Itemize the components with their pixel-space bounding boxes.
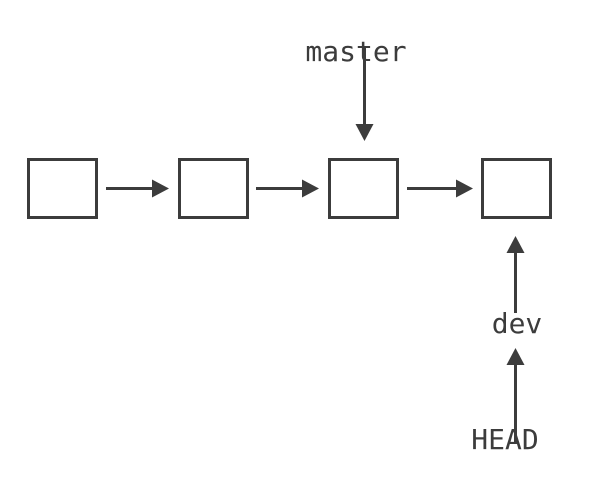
edge-commit3-commit4-arrow: [407, 179, 473, 198]
commit-node-1: [27, 158, 98, 219]
edge-commit1-commit2-arrow: [106, 179, 169, 198]
head-ref-label: HEAD: [471, 423, 539, 456]
edge-master-commit3-arrow: [355, 48, 374, 141]
commit-node-4: [481, 158, 552, 219]
dev-branch-label: dev: [491, 307, 543, 340]
edge-head-dev-arrow: [506, 348, 525, 443]
edge-commit2-commit3-arrow: [256, 179, 319, 198]
edge-dev-commit4-arrow: [506, 236, 525, 313]
commit-node-3: [328, 158, 399, 219]
commit-node-2: [178, 158, 249, 219]
master-branch-label: master: [305, 35, 407, 68]
